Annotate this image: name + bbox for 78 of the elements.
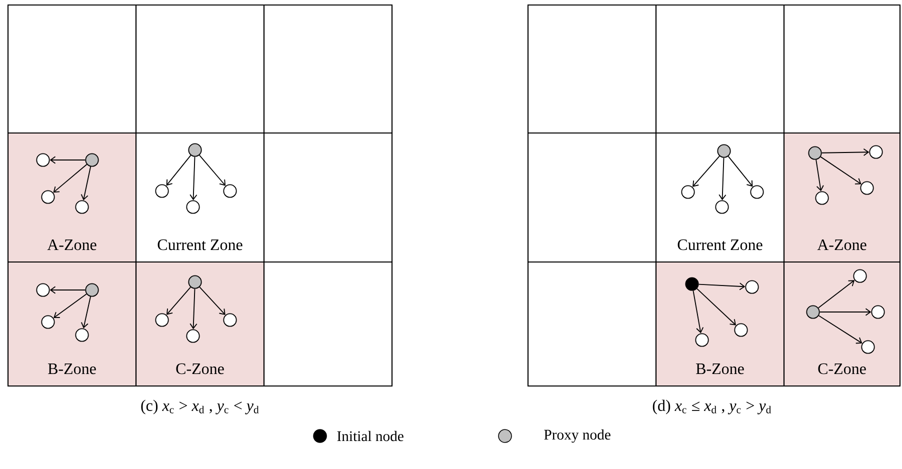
- grid-cell: [783, 4, 901, 134]
- node-circle: [853, 269, 867, 283]
- zone-cell: C-Zone: [783, 261, 901, 387]
- node-circle: [734, 323, 748, 337]
- node-circle: [155, 313, 169, 327]
- arrow: [199, 286, 226, 315]
- grid-cell: [263, 4, 393, 134]
- arrow: [718, 157, 726, 200]
- arrow: [728, 156, 753, 187]
- node-circle: [695, 333, 709, 347]
- arrow: [80, 166, 92, 200]
- arrow: [820, 156, 862, 184]
- caption: (c) x$_{c}$ > x$_{d}$ , y$_{c}$ < y$_{d}$: [141, 400, 259, 414]
- legend-label: Proxy node: [544, 429, 610, 443]
- arrow: [692, 156, 720, 187]
- node-circle: [85, 153, 99, 167]
- node-circle: [717, 144, 731, 158]
- arrow: [816, 159, 824, 192]
- arrow: [53, 164, 88, 193]
- arrow: [50, 156, 86, 164]
- zone-cell: A-Zone: [783, 132, 901, 263]
- node-circle: [186, 329, 200, 343]
- grid-cell: [7, 4, 137, 134]
- arrow: [166, 154, 192, 186]
- node-circle: [188, 275, 202, 289]
- node-circle: [41, 190, 55, 204]
- arrow: [696, 288, 736, 326]
- arrow: [821, 148, 870, 156]
- node-circle: [681, 185, 695, 199]
- node-circle: [715, 200, 729, 214]
- arrow: [698, 282, 746, 290]
- node-circle: [155, 184, 169, 198]
- arrow: [198, 154, 226, 186]
- arrow: [80, 296, 91, 328]
- arrow: [190, 288, 198, 330]
- arrow: [818, 280, 855, 308]
- node-circle: [860, 181, 874, 195]
- node-circle: [223, 313, 237, 327]
- node-circle: [75, 200, 89, 214]
- node-circle: [188, 143, 202, 157]
- grid-cell: [527, 132, 657, 263]
- node-circle: [871, 305, 885, 319]
- zone-cell: Current Zone: [655, 132, 785, 263]
- node-circle: [869, 145, 883, 159]
- node-circle: [806, 305, 820, 319]
- caption: (d) x$_{c}$ ≤ x$_{d}$ , y$_{c}$ > y$_{d}$: [652, 400, 772, 414]
- node-circle: [75, 328, 89, 342]
- grid-cell: [263, 132, 393, 263]
- node-circle: [685, 277, 699, 291]
- node-circle: [85, 283, 99, 297]
- arrow: [166, 286, 192, 315]
- node-circle: [745, 280, 759, 294]
- arrow: [50, 286, 86, 294]
- arrow: [190, 156, 198, 200]
- grid-cell: [527, 4, 657, 134]
- zone-cell: Current Zone: [135, 132, 265, 263]
- zone-cell: B-Zone: [655, 261, 785, 387]
- grid-cell: [135, 4, 265, 134]
- zone-cell: B-Zone: [7, 261, 137, 387]
- grid-cell: [527, 261, 657, 387]
- arrow: [819, 308, 872, 316]
- node-circle: [861, 340, 875, 354]
- legend-label: Initial node: [337, 430, 404, 442]
- node-circle: [36, 153, 50, 167]
- zone-cell: C-Zone: [135, 261, 265, 387]
- node-circle: [186, 200, 200, 214]
- node-circle: [223, 184, 237, 198]
- node-circle: [808, 146, 822, 160]
- zone-cell: A-Zone: [7, 132, 137, 263]
- grid-cell: [655, 4, 785, 134]
- node-circle: [41, 315, 55, 329]
- arrow: [818, 315, 862, 344]
- node-circle: [815, 191, 829, 205]
- arrow: [692, 290, 704, 334]
- grid-cell: [263, 261, 393, 387]
- node-circle: [36, 283, 50, 297]
- arrow: [54, 294, 87, 318]
- node-circle: [750, 185, 764, 199]
